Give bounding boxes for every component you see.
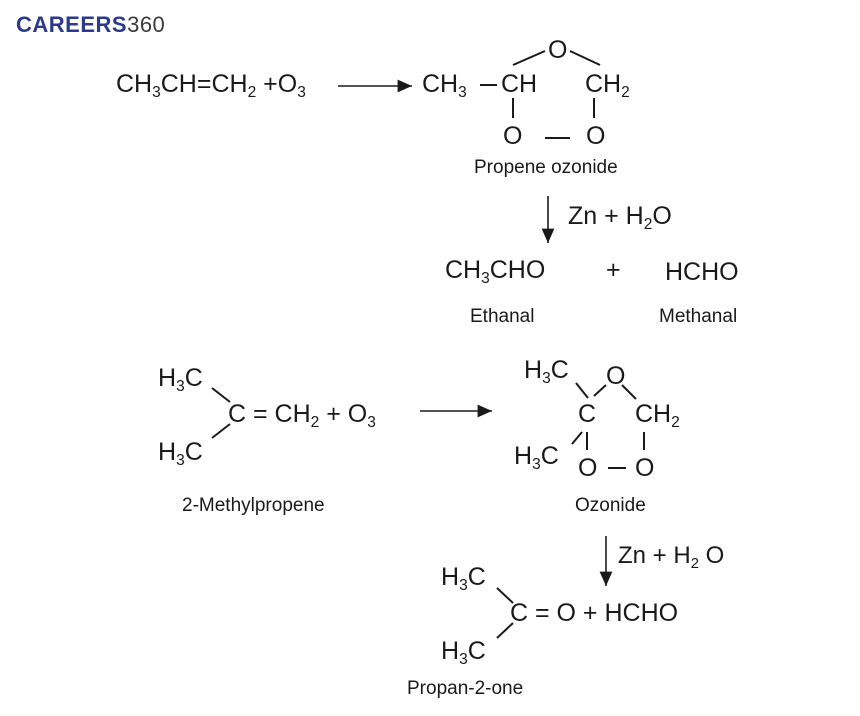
logo-number: 360: [127, 12, 166, 37]
r2-top-methyl-bond: [211, 387, 231, 403]
propene-plus-ozone: CH3CH=CH2 +O3: [116, 70, 306, 101]
r2-ozonide-ch2: CH2: [635, 400, 680, 431]
r2-ring-oxygen-left: O: [578, 454, 598, 482]
r2-ozonide-methyl-top: H3C: [524, 356, 569, 387]
r1-ozonide-methyl: CH3: [422, 70, 467, 101]
ethanal-formula: CH3CHO: [445, 256, 546, 287]
ozonide-label: Ozonide: [575, 495, 646, 516]
r2-reactant-methyl-top: H3C: [158, 364, 203, 395]
r2-bottom-methyl-bond-p: [571, 431, 583, 445]
propan-2-one-label: Propan-2-one: [407, 678, 524, 699]
r1-plus-sign: +: [606, 256, 621, 284]
r2-reactant-methyl-bottom: H3C: [158, 438, 203, 469]
r2-final-top-methyl-bond: [496, 587, 514, 604]
r2-o-top-ch2-bond: [621, 384, 637, 400]
r2-final-methyl-top: H3C: [441, 563, 486, 594]
r1-ozonide-ch2: CH2: [585, 70, 630, 101]
r2-bottom-methyl-bond: [211, 423, 231, 439]
propene-ozonide-label: Propene ozonide: [474, 157, 618, 178]
methanal-label: Methanal: [659, 306, 738, 327]
r2-reagent: Zn + H2 O: [618, 542, 725, 572]
r2-ring-oxygen-top: O: [606, 362, 626, 390]
r1-reagent: Zn + H2O: [568, 202, 672, 233]
r2-ozonide-methyl-bottom: H3C: [514, 442, 559, 473]
r2-ring-oxygen-right: O: [635, 454, 655, 482]
propanone-plus-methanal: C = O + HCHO: [510, 599, 679, 627]
ethanal-label: Ethanal: [470, 306, 535, 327]
r1-ring-oxygen-left: O: [503, 122, 523, 150]
logo-word: CAREERS: [16, 12, 128, 37]
r2-c-o-top-bond: [593, 384, 607, 397]
methylpropene-plus-ozone: C = CH2 + O3: [228, 400, 376, 431]
r1-ozonide-ch: CH: [501, 70, 538, 98]
careers360-logo: CAREERS360: [16, 12, 165, 38]
r1-o-top-ch2-bond: [569, 50, 601, 66]
r1-ring-oxygen-right: O: [586, 122, 606, 150]
r2-top-methyl-bond-p: [575, 382, 589, 399]
r2-final-bottom-methyl-bond: [496, 622, 514, 639]
r2-ozonide-c: C: [578, 400, 597, 428]
r1-ch-o-top-bond: [512, 50, 546, 66]
methanal-formula: HCHO: [665, 258, 739, 286]
methylpropene-label: 2-Methylpropene: [182, 495, 325, 516]
r2-final-methyl-bottom: H3C: [441, 637, 486, 668]
r1-ring-oxygen-top: O: [548, 36, 568, 64]
